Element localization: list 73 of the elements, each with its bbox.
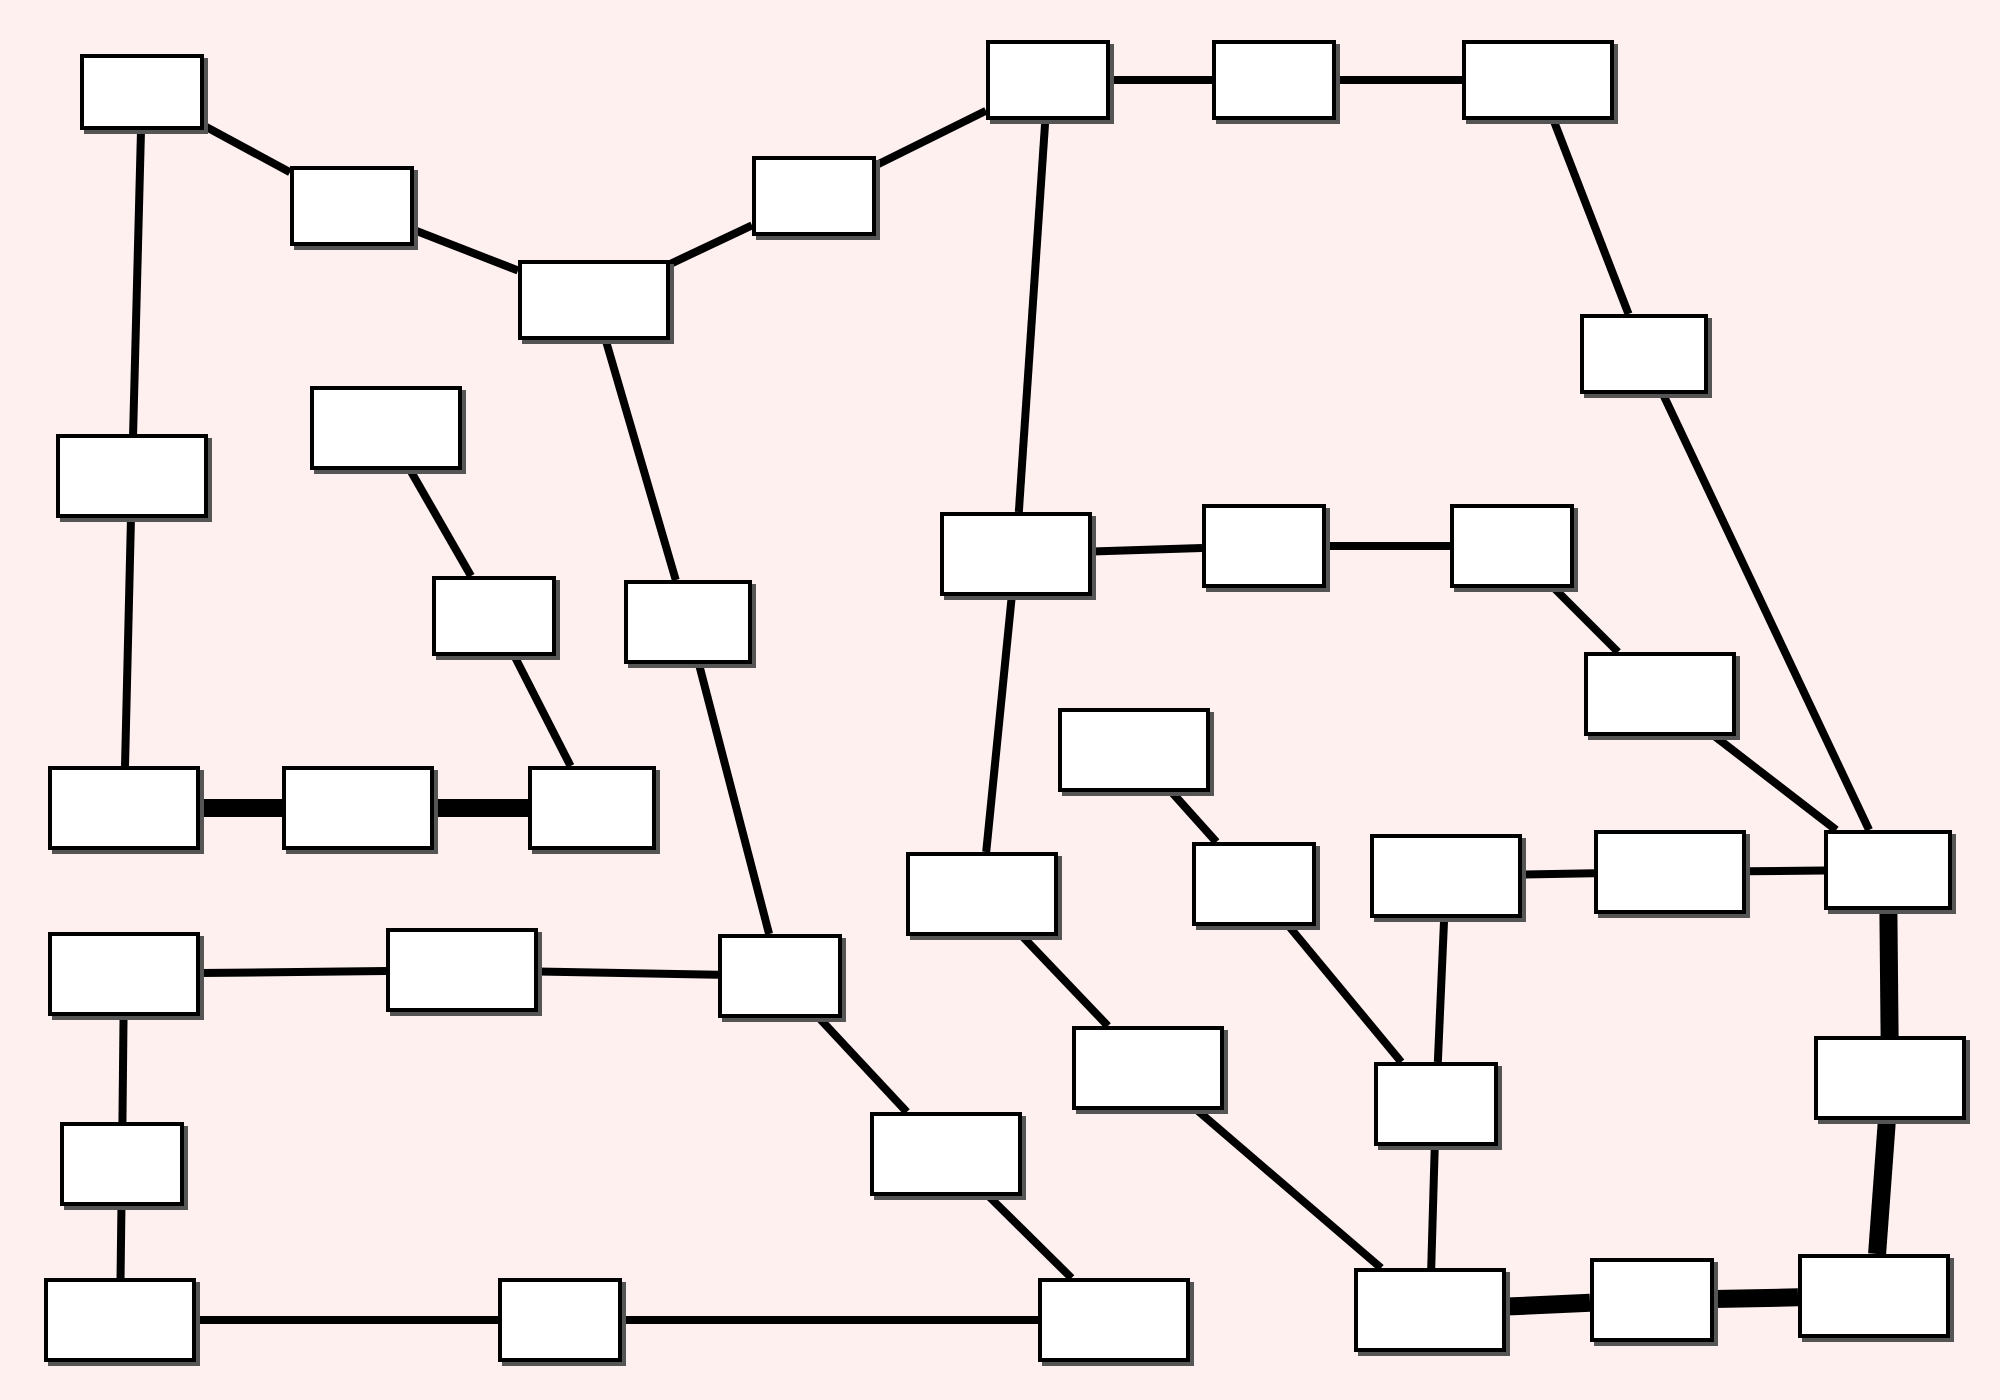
- connector-line: [874, 107, 988, 169]
- empty-box: [1798, 1254, 1950, 1338]
- connector-line: [434, 799, 528, 817]
- connector-line: [1713, 1288, 1799, 1308]
- empty-box: [940, 512, 1092, 596]
- connector-line: [1110, 76, 1212, 84]
- empty-box: [1594, 830, 1746, 914]
- empty-box: [48, 766, 200, 850]
- connector-line: [406, 468, 475, 578]
- connector-line: [412, 226, 520, 275]
- empty-box: [1814, 1036, 1966, 1120]
- connector-line: [1326, 542, 1450, 550]
- empty-box: [290, 166, 414, 246]
- connector-line: [118, 1015, 128, 1123]
- connector-line: [537, 967, 719, 979]
- connector-line: [622, 1316, 1038, 1324]
- empty-box: [1072, 1026, 1224, 1110]
- connector-line: [601, 338, 680, 582]
- empty-box: [44, 1278, 196, 1362]
- connector-line: [121, 517, 135, 767]
- connector-line: [1879, 909, 1899, 1037]
- empty-box: [1590, 1258, 1714, 1342]
- connector-line: [668, 221, 754, 268]
- empty-box: [906, 852, 1058, 936]
- connector-line: [1659, 392, 1873, 832]
- connector-line: [1427, 1145, 1439, 1269]
- empty-box: [528, 766, 656, 850]
- empty-box: [310, 386, 462, 470]
- empty-box: [870, 1112, 1022, 1196]
- empty-box: [80, 54, 204, 130]
- empty-box: [48, 932, 200, 1016]
- connector-line: [1336, 76, 1462, 84]
- empty-box: [282, 766, 434, 850]
- empty-box: [1058, 708, 1210, 792]
- empty-box: [1038, 1278, 1190, 1362]
- empty-box: [1450, 504, 1574, 588]
- connector-line: [1091, 544, 1203, 556]
- empty-box: [1584, 652, 1736, 736]
- connector-line: [199, 966, 387, 978]
- empty-box: [752, 156, 876, 236]
- empty-box: [60, 1122, 184, 1206]
- connector-line: [129, 129, 145, 435]
- empty-box: [1202, 504, 1326, 588]
- empty-box: [498, 1278, 622, 1362]
- empty-box: [518, 260, 670, 340]
- connector-line: [510, 654, 575, 768]
- connector-line: [1505, 1293, 1591, 1316]
- empty-box: [718, 934, 842, 1018]
- empty-box: [1192, 842, 1316, 926]
- connector-line: [1433, 917, 1449, 1063]
- connector-line: [1014, 119, 1050, 513]
- connector-line: [1521, 869, 1595, 879]
- connector-line: [202, 122, 292, 176]
- empty-box: [1824, 830, 1952, 910]
- connector-line: [695, 663, 773, 935]
- connector-line: [1868, 1119, 1896, 1255]
- empty-box: [1212, 40, 1336, 120]
- empty-box: [1462, 40, 1614, 120]
- connector-line: [982, 595, 1016, 853]
- empty-box: [624, 580, 752, 664]
- empty-box: [432, 576, 556, 656]
- empty-box: [1354, 1268, 1506, 1352]
- empty-box: [1370, 834, 1522, 918]
- empty-box: [1580, 314, 1708, 394]
- connector-line: [196, 1316, 498, 1324]
- empty-box: [56, 434, 208, 518]
- connector-line: [116, 1205, 126, 1279]
- connector-line: [1745, 866, 1825, 876]
- connector-line: [1549, 118, 1633, 316]
- empty-box: [1374, 1062, 1498, 1146]
- connector-line: [200, 799, 282, 817]
- empty-box: [386, 928, 538, 1012]
- empty-box: [986, 40, 1110, 120]
